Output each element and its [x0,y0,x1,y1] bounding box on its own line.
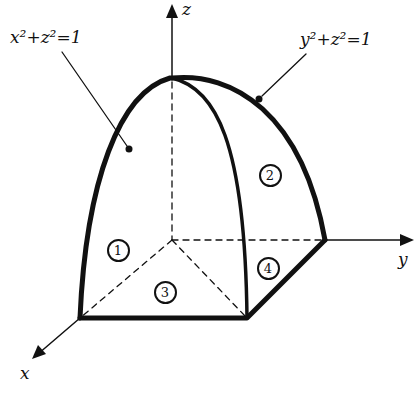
arrowhead [32,345,46,359]
y-axis-hidden [172,239,325,240]
callout-circle: 3 [154,281,177,304]
base-edge [80,240,325,318]
arrowhead [166,4,178,18]
axis-label: x [20,364,30,383]
surface-dot [256,96,263,103]
surface-dot [126,146,133,153]
leader-line [62,52,127,146]
arrowhead [400,234,414,246]
callout-number: 3 [161,286,169,299]
z-axis-hidden [171,82,172,240]
x-axis [38,318,80,354]
y-axis [325,239,408,241]
callout-circle: 2 [259,164,282,187]
surface-equation: y²+z²=1 [300,30,372,49]
base-diagonal [172,240,247,318]
callout-circle: 1 [107,239,130,262]
axis-label: z [182,0,191,19]
callout-circle: 4 [257,257,280,280]
callout-number: 1 [114,244,122,257]
callout-number: 4 [264,262,272,275]
cylinder-edge [172,77,325,240]
intersection-curve [172,78,247,318]
leader-line [262,54,306,96]
callout-number: 2 [266,169,274,182]
cylinder-edge [80,78,170,318]
surface-equation: x²+z²=1 [10,28,81,47]
axis-label: y [398,250,408,269]
z-axis [171,12,173,80]
